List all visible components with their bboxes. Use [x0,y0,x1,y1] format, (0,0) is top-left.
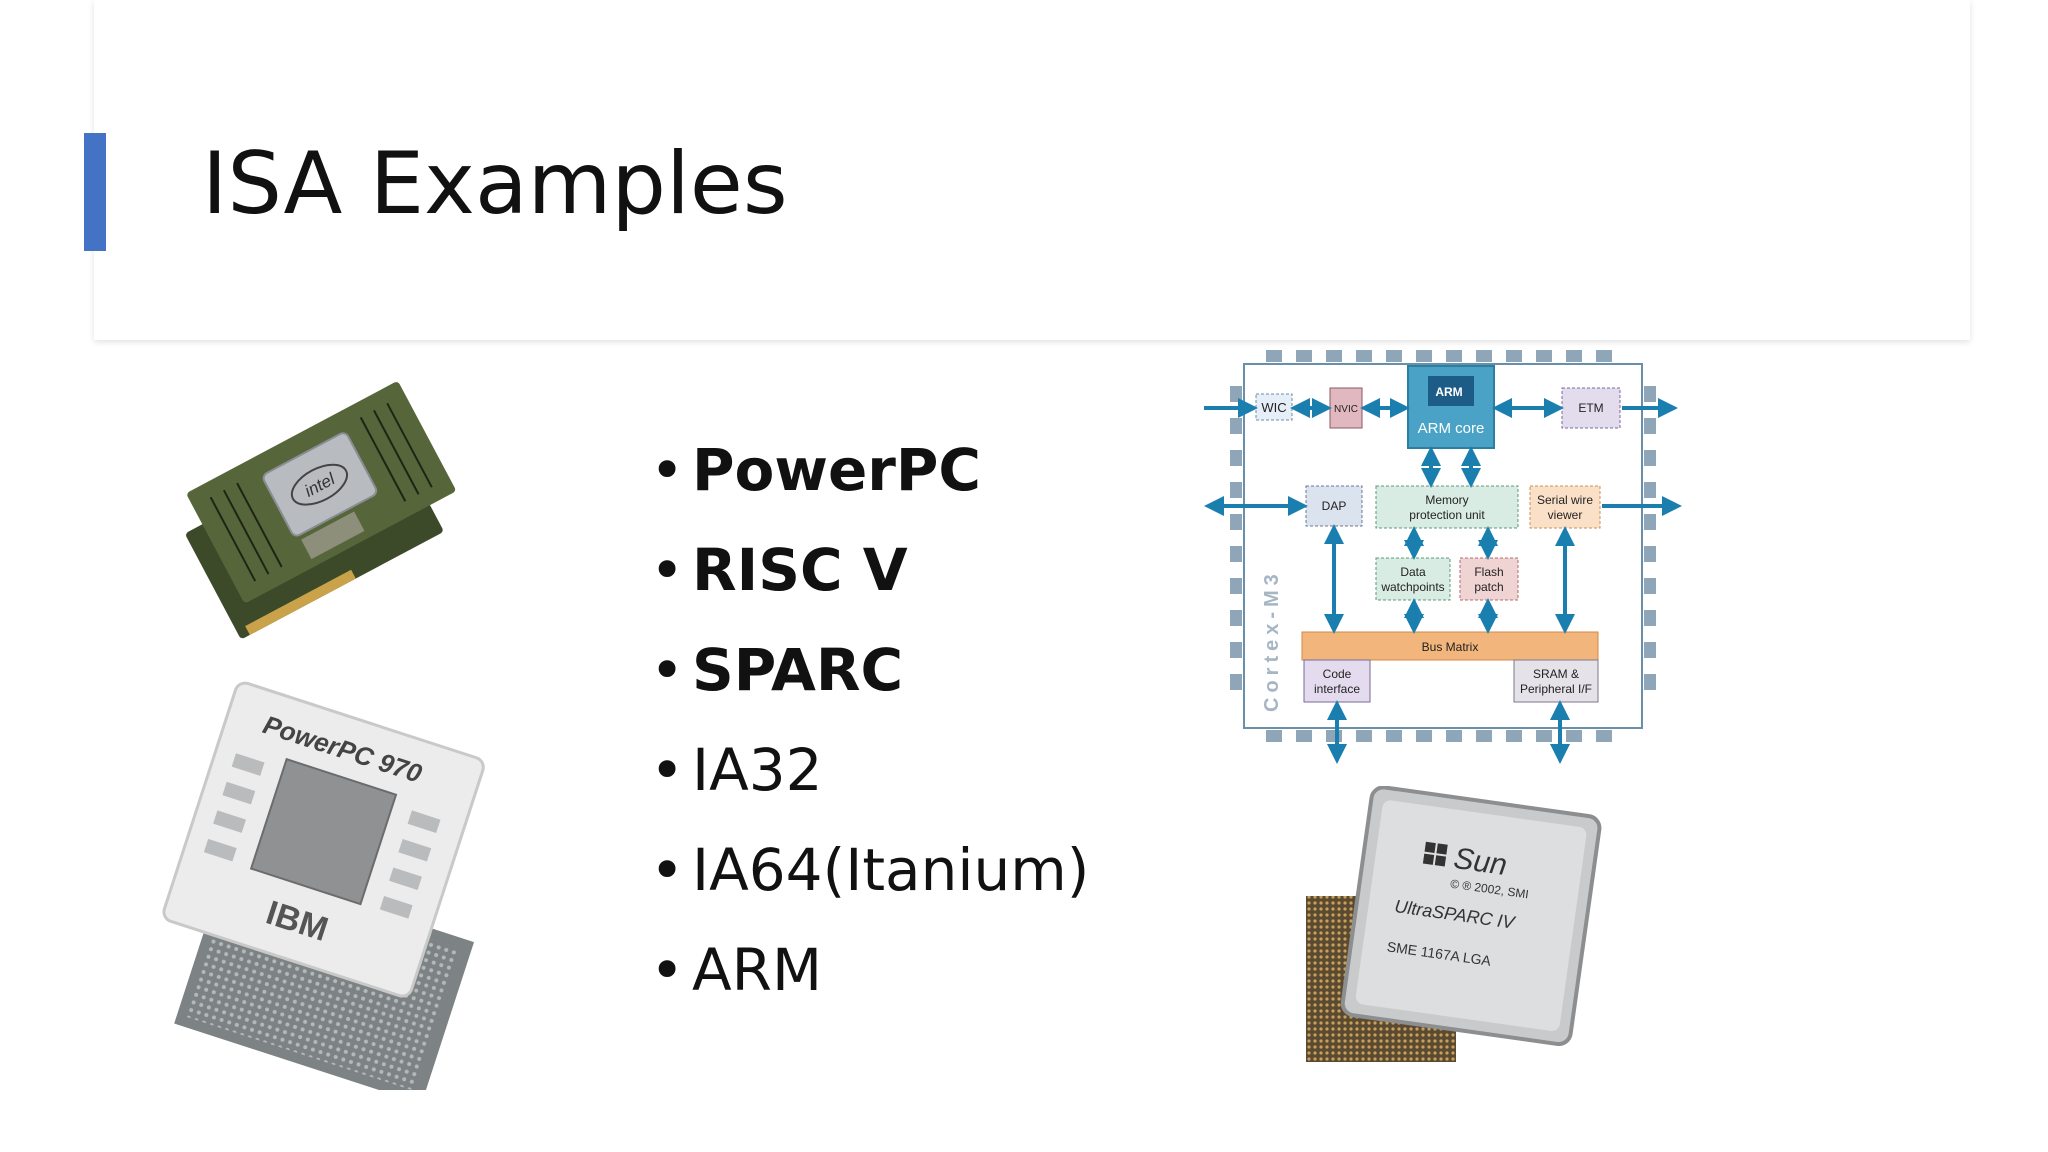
code-label-1: Code [1323,667,1352,681]
bullet-item: •PowerPC [650,420,1089,520]
sun-ultrasparc-chip-image: Sun © ® 2002, SMI UltraSPARC IV SME 1167… [1306,786,1602,1062]
bullet-text: ARM [692,936,823,1004]
arm-cortex-m3-diagram: WIC NVIC ARM ARM core ETM DAP Memory pro… [1204,350,1682,764]
title-panel [94,0,1970,340]
slide-title: ISA Examples [202,134,788,234]
bus-matrix-label: Bus Matrix [1422,640,1479,654]
swv-label-1: Serial wire [1537,493,1593,507]
bullet-text: IA32 [692,736,823,804]
bullet-item: •IA32 [650,720,1089,820]
swv-label-2: viewer [1548,508,1583,522]
bullet-list: •PowerPC •RISC V •SPARC •IA32 •IA64(Itan… [650,420,1089,1020]
title-accent-bar [84,133,106,251]
arm-logo-icon [1428,376,1474,406]
nvic-block [1329,387,1363,429]
intel-chip-image: intel [186,382,456,639]
bullet-dot: • [650,536,685,604]
sram-peripheral-block [1513,659,1599,703]
bullet-item: •ARM [650,920,1089,1020]
bullet-dot: • [650,436,685,504]
bus-arrows [1204,398,1682,764]
cortex-m3-label: Cortex-M3 [1261,569,1283,712]
nvic-label: NVIC [1334,404,1358,415]
dap-label: DAP [1322,499,1347,513]
bullet-text: SPARC [692,636,904,704]
arm-logo-text: ARM [1435,385,1462,399]
flash-patch-block [1459,557,1519,601]
wic-block [1255,393,1293,421]
bullet-item: •IA64(Itanium) [650,820,1089,920]
serial-wire-viewer-block [1529,485,1601,529]
mpu-label-1: Memory [1425,493,1468,507]
arm-core-label: ARM core [1418,420,1485,437]
bullet-dot: • [650,936,685,1004]
bullet-text: PowerPC [692,436,981,504]
code-interface-block [1303,659,1371,703]
bullet-dot: • [650,636,685,704]
sun-brand-text: Sun [1452,842,1509,882]
dw-label-2: watchpoints [1380,580,1444,594]
bus-matrix-block [1301,631,1599,661]
bullet-dot: • [650,736,685,804]
wic-label: WIC [1261,400,1286,415]
etm-block [1561,387,1621,429]
chip-pins [1230,350,1656,742]
sun-logo-icon [1422,841,1448,867]
code-label-2: interface [1314,682,1360,696]
fp-label-2: patch [1474,580,1503,594]
data-watchpoints-block [1375,557,1451,601]
sram-label-1: SRAM & [1533,667,1579,681]
fp-label-1: Flash [1474,565,1503,579]
dw-label-1: Data [1400,565,1426,579]
ibm-chip-image: PowerPC 970 IBM [162,681,485,1090]
bullet-text: RISC V [692,536,908,604]
bullet-text: IA64(Itanium) [692,836,1090,904]
mpu-block [1375,485,1519,529]
bullet-item: •RISC V [650,520,1089,620]
etm-label: ETM [1578,401,1603,415]
sram-label-2: Peripheral I/F [1520,682,1592,696]
bullet-item: •SPARC [650,620,1089,720]
bullet-dot: • [650,836,685,904]
mpu-label-2: protection unit [1409,508,1485,522]
